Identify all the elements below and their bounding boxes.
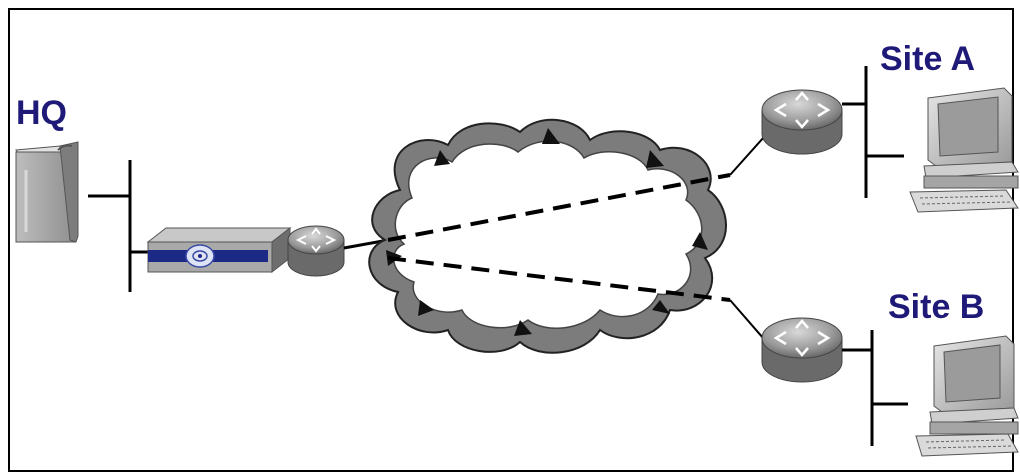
router-icon — [288, 226, 344, 276]
site-a-lan-segment — [842, 66, 904, 198]
site-b-label: Site B — [888, 288, 984, 327]
site-a-label: Site A — [880, 40, 975, 79]
hq-lan-segment — [88, 160, 148, 292]
router-icon — [762, 318, 842, 382]
computer-icon — [910, 88, 1018, 212]
site-b-lan-segment — [842, 330, 908, 446]
hq-label: HQ — [16, 94, 67, 133]
router-icon — [762, 90, 842, 154]
server-icon — [16, 142, 78, 242]
firewall-icon — [148, 228, 290, 272]
computer-icon — [916, 336, 1018, 456]
cloud-icon — [369, 120, 726, 353]
